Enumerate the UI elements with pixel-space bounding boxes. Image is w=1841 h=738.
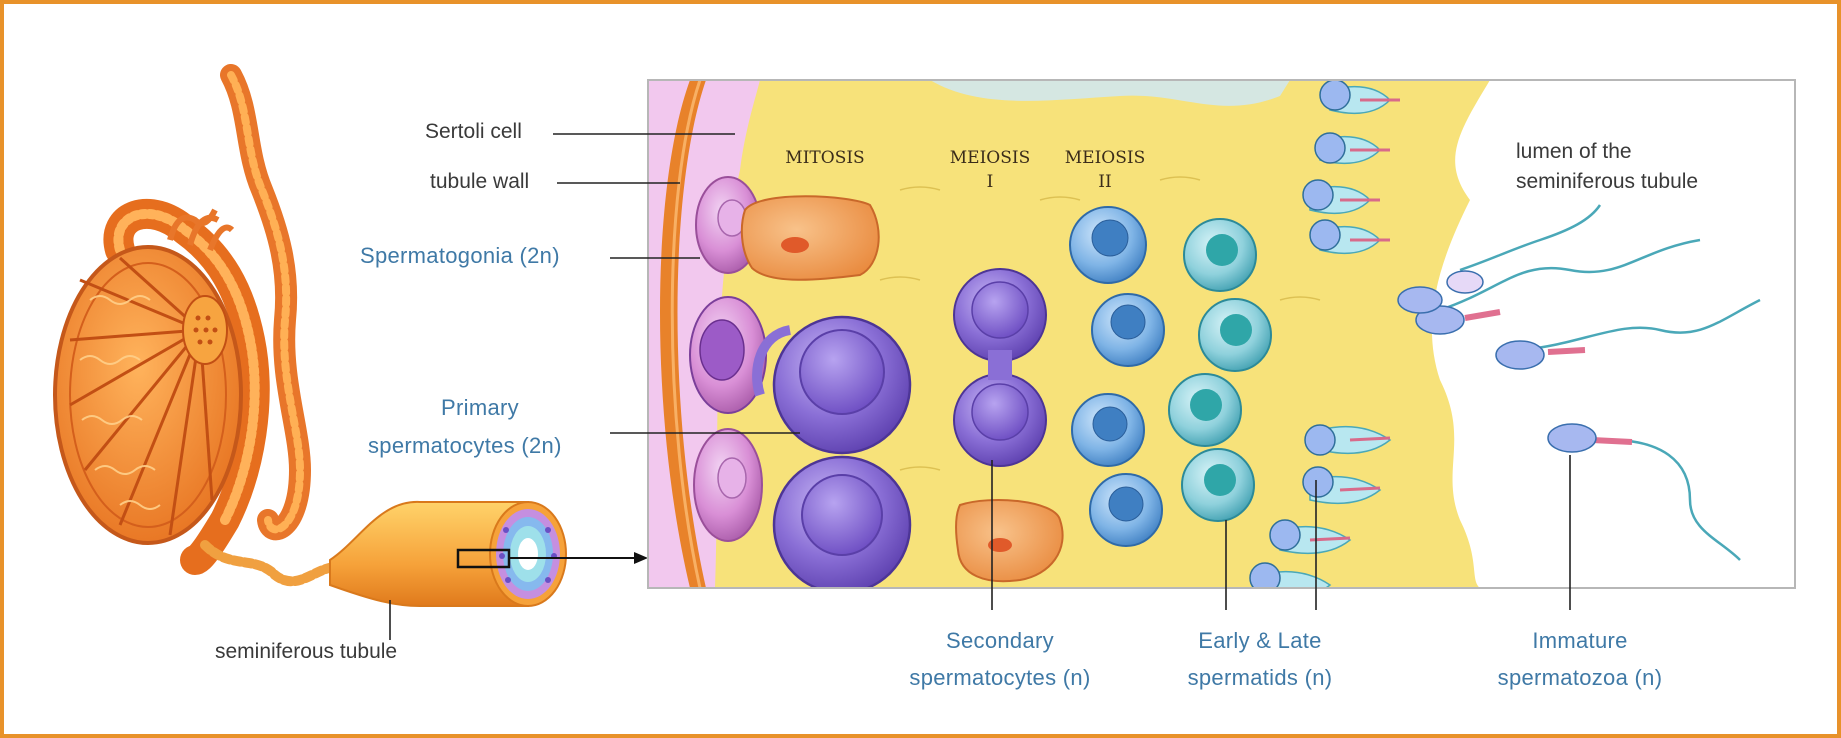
connecting-duct — [205, 545, 345, 581]
testis-illustration — [55, 75, 300, 560]
label-spermatids-line1: Early & Late — [1160, 628, 1360, 654]
label-tubule-wall: tubule wall — [430, 170, 529, 194]
stage-meiosis1-bottom: I — [930, 172, 1050, 192]
label-sertoli-cell: Sertoli cell — [425, 120, 522, 144]
label-primary-line2: spermatocytes (2n) — [368, 433, 562, 459]
seminiferous-tubule-drawing — [330, 502, 566, 606]
label-primary-line1: Primary — [430, 395, 530, 421]
label-spermatogonia: Spermatogonia (2n) — [360, 243, 560, 269]
stage-meiosis1-top: MEIOSIS — [930, 148, 1050, 168]
label-seminiferous-tubule: seminiferous tubule — [215, 640, 397, 664]
label-lumen-line2: seminiferous tubule — [1516, 170, 1698, 194]
stage-meiosis2-bottom: II — [1045, 172, 1165, 192]
label-secondary-line2: spermatocytes (n) — [880, 665, 1120, 691]
label-secondary-line1: Secondary — [900, 628, 1100, 654]
stage-meiosis2-top: MEIOSIS — [1045, 148, 1165, 168]
label-spermatozoa-line1: Immature — [1480, 628, 1680, 654]
label-lumen-line1: lumen of the — [1516, 140, 1632, 164]
stage-mitosis: MITOSIS — [760, 148, 890, 168]
label-spermatozoa-line2: spermatozoa (n) — [1465, 665, 1695, 691]
label-spermatids-line2: spermatids (n) — [1150, 665, 1370, 691]
